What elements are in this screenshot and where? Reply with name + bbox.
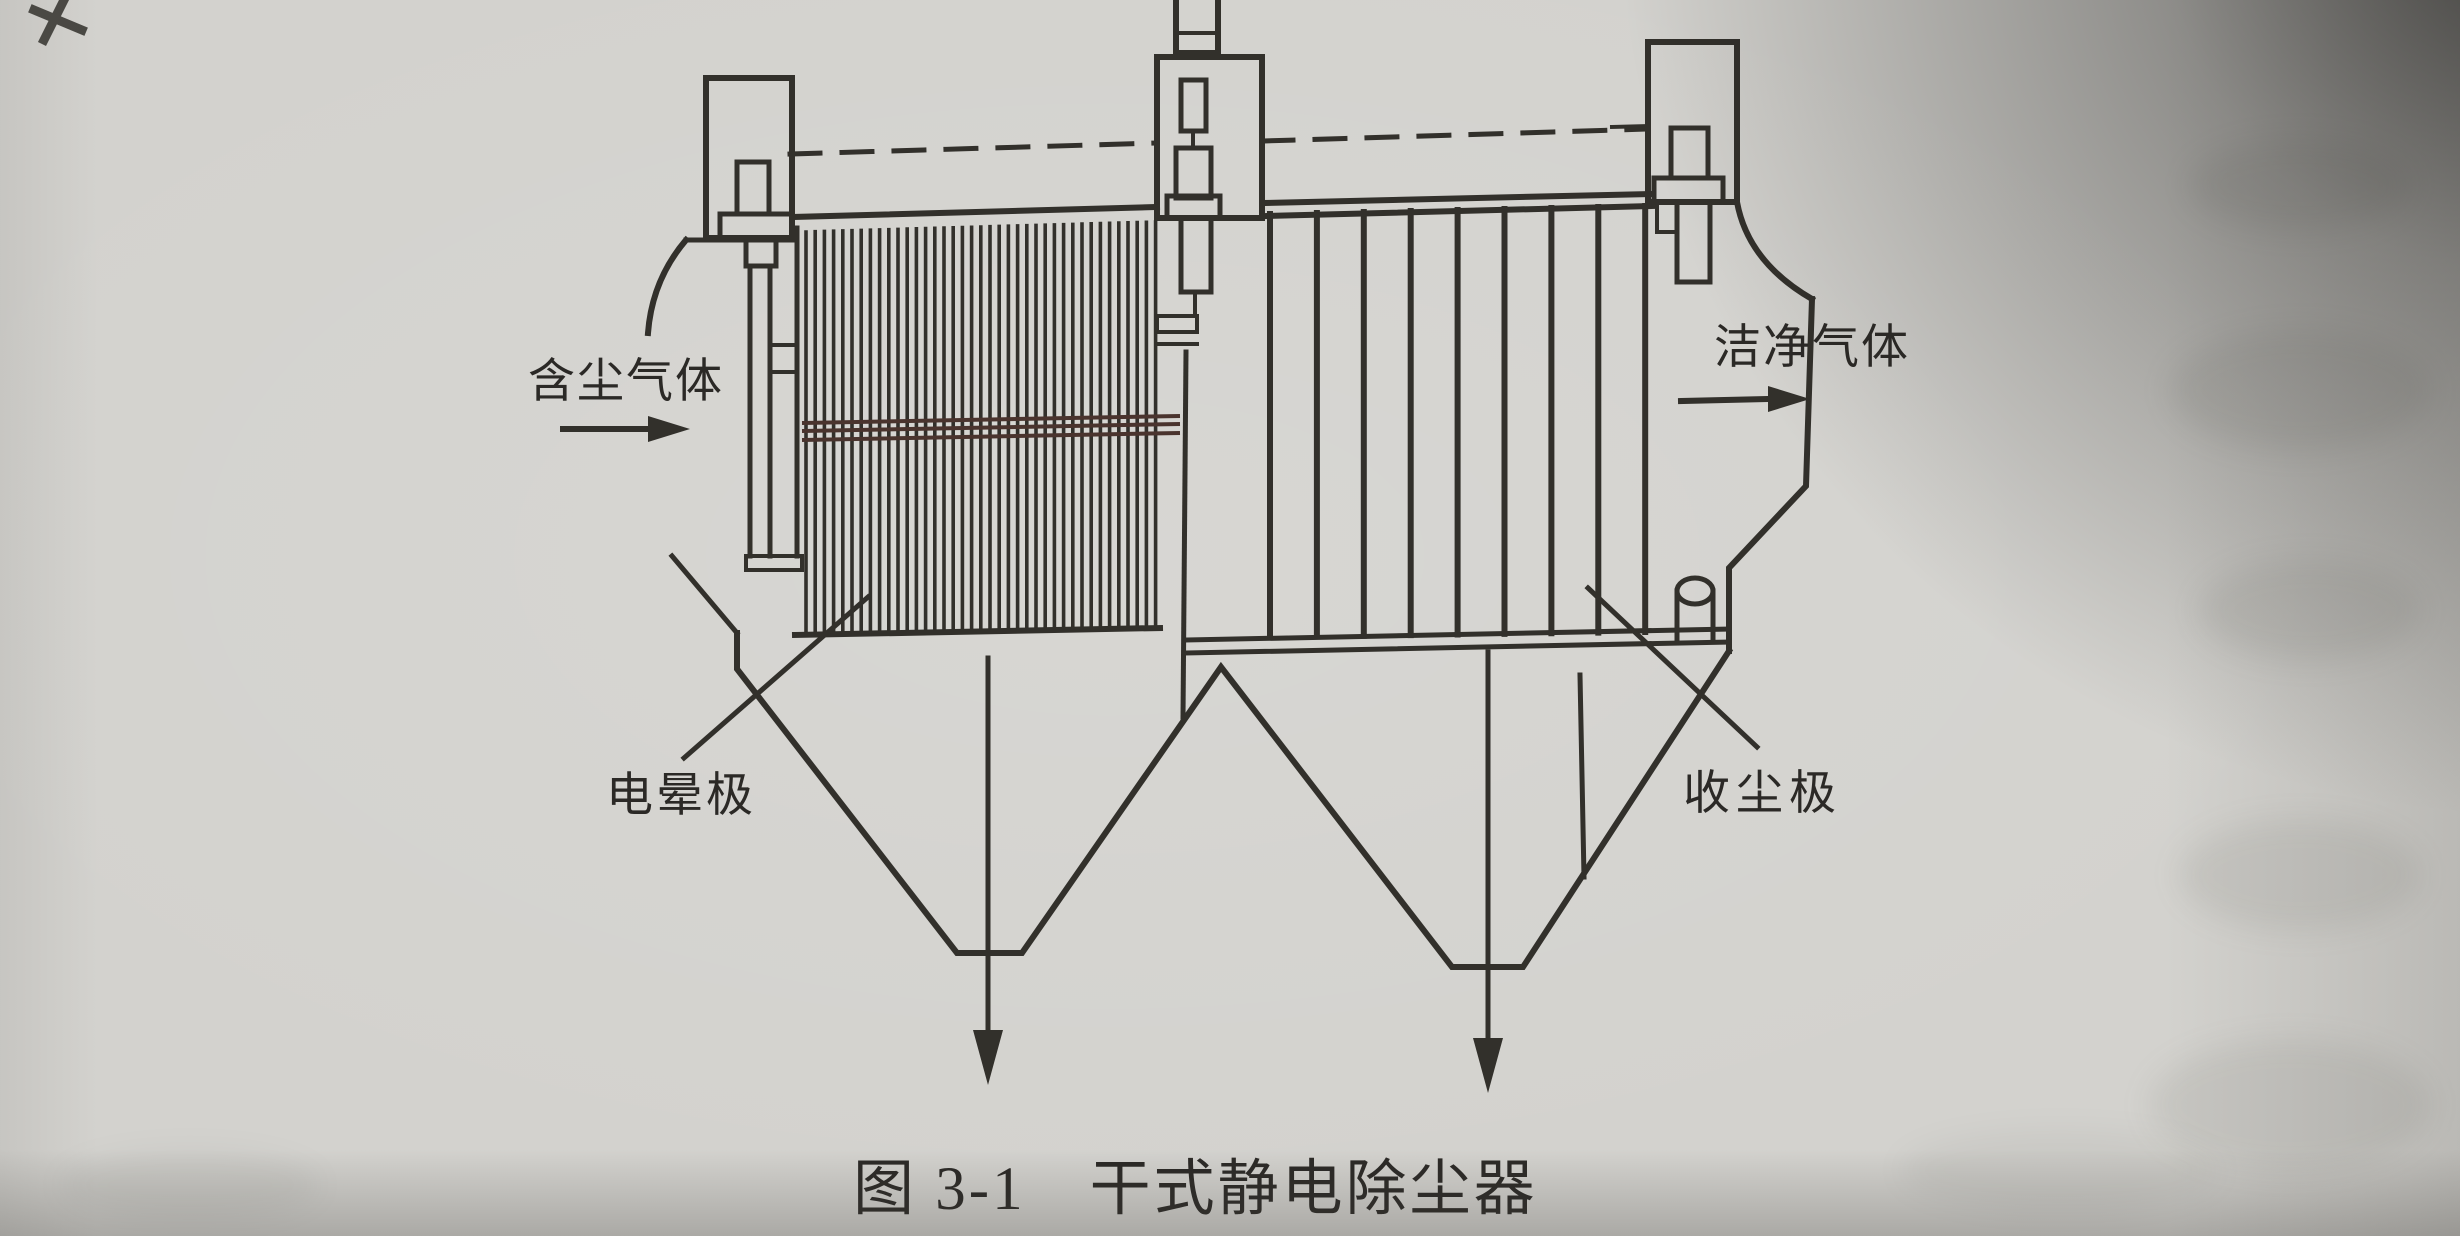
outlet-flow-arrow [1677, 386, 1810, 412]
dust-discharge-arrow-right [1473, 649, 1503, 1093]
center-insulator-assembly [1154, 0, 1265, 720]
inlet-gas-label: 含尘气体 [528, 356, 724, 408]
corona-electrode-label: 电晕极 [606, 770, 756, 822]
inlet-flow-arrow [560, 416, 690, 442]
hv-bus-dashed-line [787, 126, 1651, 157]
collecting-plates [1267, 203, 1649, 640]
collecting-electrode-label: 收尘极 [1683, 768, 1842, 820]
clean-gas-label: 洁净气体 [1714, 322, 1910, 374]
corona-electrode-leader-line [680, 593, 872, 762]
page-corner-mark [28, 0, 88, 47]
left-hanger-channel [744, 225, 804, 572]
left-chamber-bottom-line [791, 624, 1164, 639]
right-insulator-assembly [1609, 39, 1740, 285]
dust-discharge-arrow-left [973, 655, 1003, 1085]
outlet-duct [1726, 198, 1817, 654]
figure-caption: 图 3-1 干式静电除尘器 [853, 1156, 1538, 1223]
